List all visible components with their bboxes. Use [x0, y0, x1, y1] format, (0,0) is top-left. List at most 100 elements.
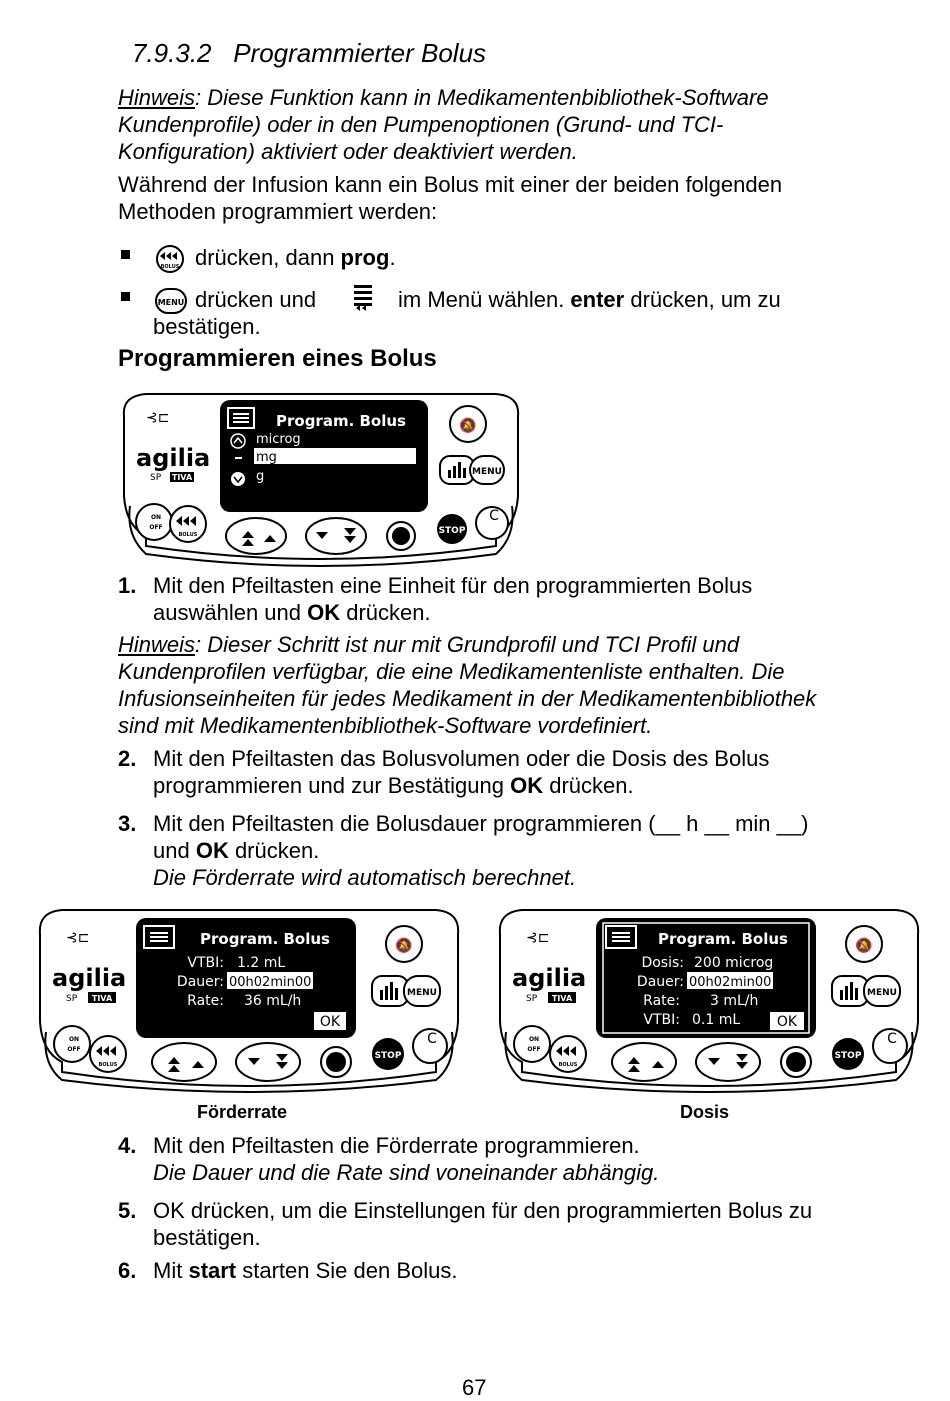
note1-text1: : Diese Funktion kann in Medikamentenbib…	[195, 85, 769, 110]
step5-number: 5.	[118, 1198, 137, 1223]
fast-down-button	[305, 517, 367, 555]
step3-line2: und OK drücken.	[153, 838, 320, 863]
menu-button-icon: MENU	[155, 288, 187, 314]
screen2-title: Program. Bolus	[200, 930, 330, 948]
screen1-option-selected: mg	[256, 450, 277, 465]
screen3-vtbi: 0.1 mL	[692, 1012, 740, 1028]
method2-text1: drücken und	[195, 287, 317, 312]
svg-text:🔕: 🔕	[459, 417, 476, 434]
svg-text:C: C	[427, 1031, 437, 1047]
svg-text:ON: ON	[69, 1036, 79, 1043]
screen2-vtbi: 1.2 mL	[237, 955, 285, 971]
fast-up-button	[225, 517, 287, 555]
menu-button: MENU	[472, 467, 502, 477]
method2-text2: im Menü wählen. enter drücken, um zu	[398, 287, 781, 312]
step4-line2: Die Dauer und die Rate sind voneinander …	[153, 1160, 660, 1185]
subheading: Programmieren eines Bolus	[118, 345, 437, 372]
svg-text:⊰⊏: ⊰⊏	[66, 930, 89, 946]
svg-text:Dosis:: Dosis:	[641, 955, 684, 971]
intro-line2: Methoden programmiert werden:	[118, 199, 438, 224]
svg-text:ON: ON	[529, 1036, 539, 1043]
note2-line3: Infusionseinheiten für jedes Medikament …	[118, 686, 817, 711]
plug-battery-icon: ⊰⊏	[146, 410, 169, 426]
step5-line1: OK drücken, um die Einstellungen für den…	[153, 1198, 813, 1223]
svg-text:🔕: 🔕	[855, 937, 872, 954]
step1-number: 1.	[118, 573, 137, 598]
chart-icon	[439, 455, 475, 485]
svg-text:C: C	[489, 508, 499, 524]
note2-line4: sind mit Medikamentenbibliothek-Software…	[118, 713, 653, 738]
intro-line1: Während der Infusion kann ein Bolus mit …	[118, 172, 783, 197]
svg-text:⊰⊏: ⊰⊏	[526, 930, 549, 946]
step1-line1: Mit den Pfeiltasten eine Einheit für den…	[153, 573, 753, 598]
caption-dose: Dosis	[680, 1102, 730, 1122]
step2-number: 2.	[118, 746, 137, 771]
svg-text:BOLUS: BOLUS	[179, 532, 198, 538]
note1-line1: Hinweis: Diese Funktion kann in Medikame…	[118, 84, 769, 111]
svg-text:STOP: STOP	[835, 1051, 862, 1061]
svg-text:Dauer:: Dauer:	[177, 974, 224, 990]
step6-number: 6.	[118, 1258, 137, 1283]
screen2-ok: OK	[320, 1014, 341, 1030]
tiva-badge: TIVA	[172, 473, 193, 482]
up-arrow-icon	[230, 433, 246, 449]
screen3-dose: 200 microg	[694, 955, 773, 971]
stop-button	[437, 514, 467, 544]
section-number: 7.9.3.2	[132, 38, 212, 68]
screen3-rate: 3 mL/h	[710, 993, 758, 1009]
step3-line1: Mit den Pfeiltasten die Bolusdauer progr…	[153, 811, 809, 836]
svg-text:BOLUS: BOLUS	[559, 1062, 578, 1068]
method2-line2: bestätigen.	[153, 314, 261, 339]
pump-device-rate: ⊰⊏ agilia SP TIVA Program. Bolus VTBI: 1…	[38, 909, 460, 1093]
note2-line2: Kundenprofilen verfügbar, die eine Medik…	[118, 659, 785, 684]
note1-label: Hinweis	[118, 85, 196, 110]
model-label: SP	[150, 473, 162, 483]
note2-line1: Hinweis: Dieser Schritt ist nur mit Grun…	[118, 632, 740, 657]
back-c-button	[475, 506, 509, 540]
screen3-duration: 00h02min00	[689, 975, 771, 990]
svg-text:SP: SP	[526, 994, 538, 1004]
step1-line2: auswählen und OK drücken.	[153, 600, 431, 625]
note1-line3: Konfiguration) aktiviert oder deaktivier…	[118, 139, 578, 164]
svg-text:OFF: OFF	[67, 1046, 80, 1053]
svg-text:STOP: STOP	[375, 1051, 402, 1061]
bolus-menu-icon	[354, 285, 372, 311]
svg-text:TIVA: TIVA	[92, 994, 113, 1003]
screen1-option: microg	[256, 432, 301, 447]
note2-label: Hinweis	[118, 632, 196, 657]
svg-text:agilia: agilia	[52, 964, 126, 992]
method1-text: drücken, dann prog.	[195, 245, 396, 270]
svg-text:OFF: OFF	[527, 1046, 540, 1053]
svg-text:MENU: MENU	[407, 988, 437, 998]
svg-text:Rate:: Rate:	[187, 993, 224, 1009]
step3-line3: Die Förderrate wird automatisch berechne…	[153, 865, 577, 890]
bullet-square	[121, 292, 130, 301]
step2-line2: programmieren und zur Bestätigung OK drü…	[153, 773, 634, 798]
svg-text:MENU: MENU	[158, 298, 185, 307]
down-arrow-icon	[231, 472, 245, 486]
svg-text:ON: ON	[151, 514, 161, 521]
note1-line2: Kundenprofile) oder in den Pumpenoptione…	[118, 112, 724, 137]
screen1-option: g	[256, 469, 264, 484]
screen1-title: Program. Bolus	[276, 412, 406, 430]
svg-text:Dauer:: Dauer:	[637, 974, 684, 990]
step4-line1: Mit den Pfeiltasten die Förderrate progr…	[153, 1133, 640, 1158]
svg-text:VTBI:: VTBI:	[187, 955, 224, 971]
bolus-button-icon: BOLUS	[156, 245, 184, 273]
section-heading: 7.9.3.2 Programmierter Bolus	[132, 40, 486, 67]
step6-line1: Mit start starten Sie den Bolus.	[153, 1258, 458, 1283]
step3-number: 3.	[118, 811, 137, 836]
svg-text:Rate:: Rate:	[643, 993, 680, 1009]
bullet-square	[121, 250, 130, 259]
svg-text:🔕: 🔕	[395, 937, 412, 954]
on-off-button	[135, 503, 173, 541]
svg-text:VTBI:: VTBI:	[643, 1012, 680, 1028]
svg-text:BOLUS: BOLUS	[99, 1062, 118, 1068]
screen3-ok: OK	[777, 1014, 798, 1030]
svg-text:TIVA: TIVA	[552, 994, 573, 1003]
section-title: Programmierter Bolus	[233, 38, 487, 68]
caption-rate: Förderrate	[197, 1102, 288, 1122]
brand-logo: agilia	[136, 444, 210, 472]
pump-device-dose: ⊰⊏ agilia SP TIVA Program. Bolus Dosis: …	[498, 909, 920, 1093]
screen2-rate: 36 mL/h	[244, 993, 301, 1009]
